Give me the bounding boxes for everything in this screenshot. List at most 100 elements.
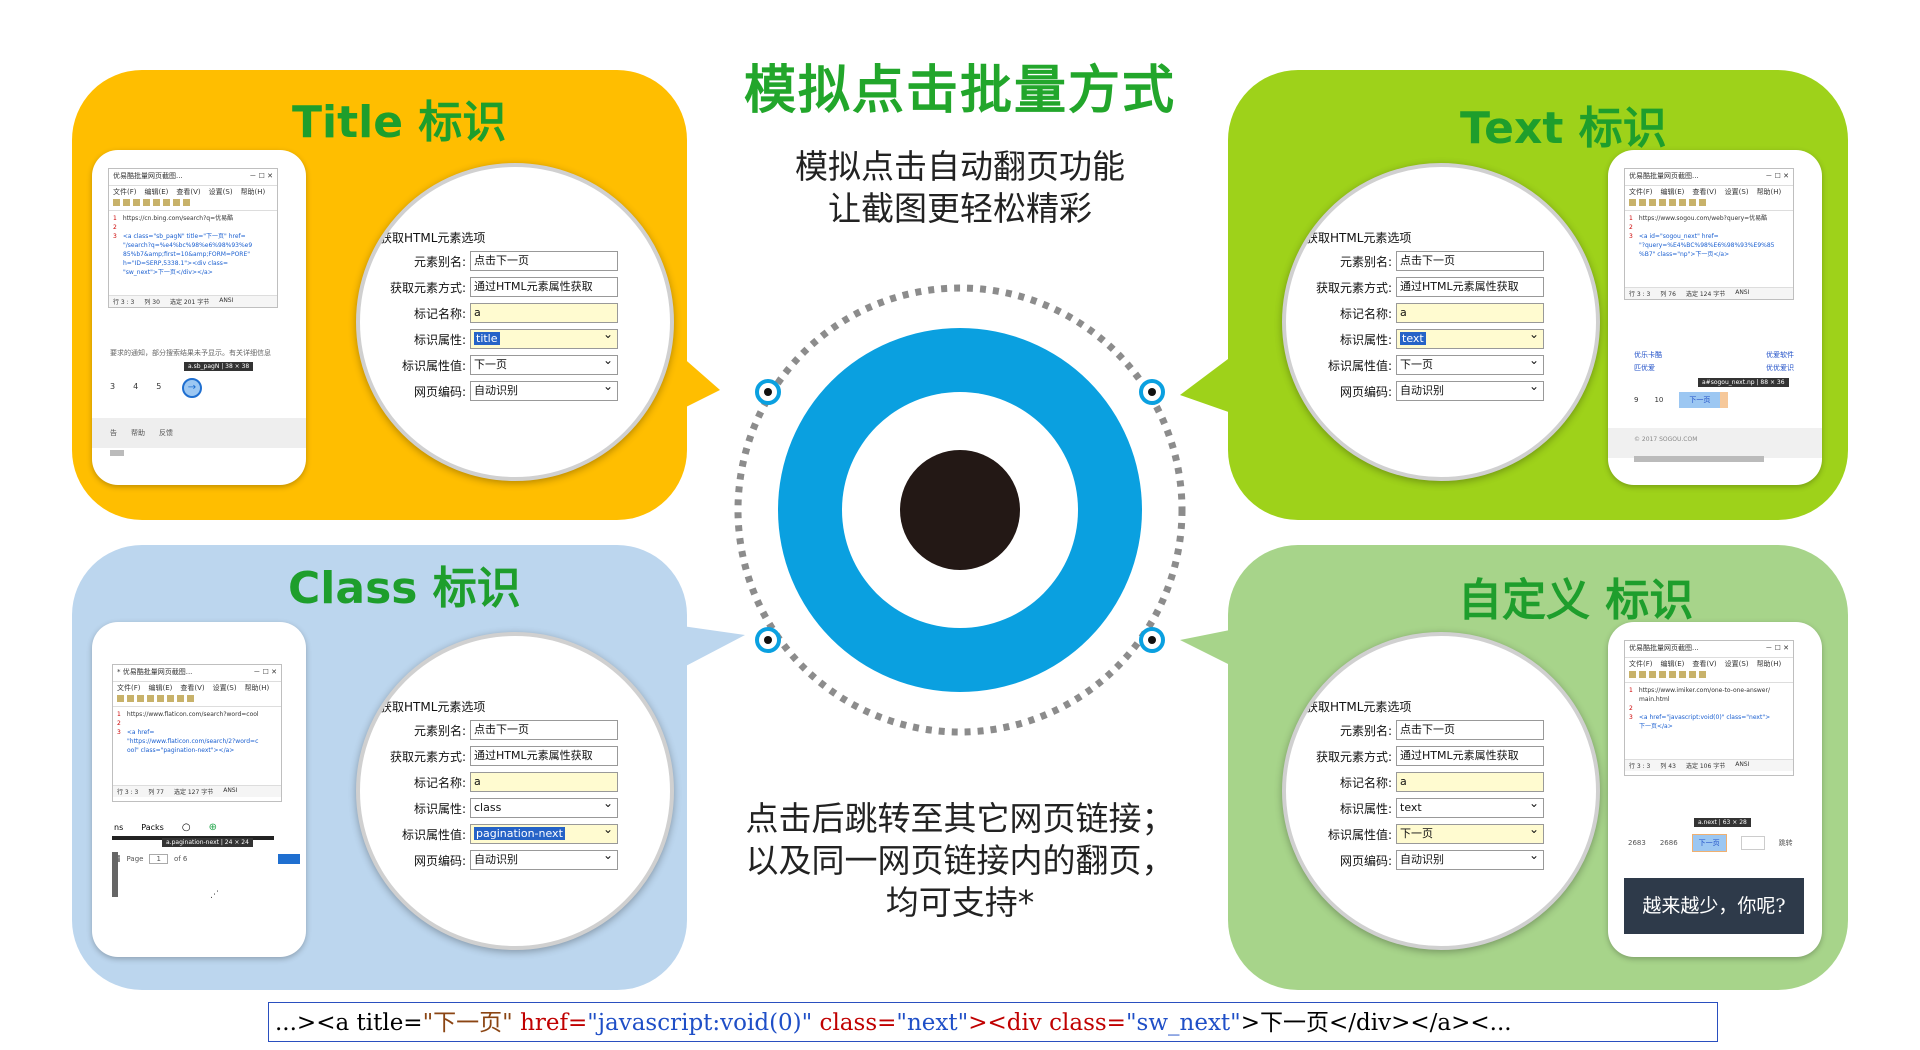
attrval-select[interactable]: pagination-next xyxy=(470,820,618,844)
code-part: "javascript:void(0)" xyxy=(587,1010,813,1036)
next-page-button[interactable]: 下一页 xyxy=(1691,834,1727,852)
tab-icons[interactable]: ns xyxy=(114,822,124,832)
window-controls-icon: － ☐ ✕ xyxy=(253,668,277,676)
scroll-thumb[interactable] xyxy=(110,450,124,456)
code-line: <a id="sogou_next" href= xyxy=(1638,233,1719,240)
note-line-3: 均可支持* xyxy=(885,883,1035,922)
alias-field[interactable]: 点击下一页 xyxy=(470,720,618,740)
menu-view[interactable]: 查看(V) xyxy=(180,684,205,692)
method-field[interactable]: 通过HTML元素属性获取 xyxy=(470,746,618,766)
code-line: ool" class="pagination-next"></a> xyxy=(127,747,235,754)
status-enc: ANSI xyxy=(223,787,238,794)
footer-link[interactable]: 告 xyxy=(110,429,117,437)
attrval-select[interactable]: 下一页 xyxy=(1396,351,1544,375)
alias-field[interactable]: 点击下一页 xyxy=(1396,720,1544,740)
next-page-button[interactable] xyxy=(278,854,300,864)
page-link[interactable]: 4 xyxy=(133,382,139,391)
alias-field[interactable]: 点击下一页 xyxy=(1396,251,1544,271)
menu-edit[interactable]: 编辑(E) xyxy=(1660,660,1685,668)
menu-file[interactable]: 文件(F) xyxy=(113,188,137,196)
jump-input[interactable] xyxy=(1740,836,1765,850)
window-controls-icon: － ☐ ✕ xyxy=(1765,172,1789,180)
screenshot-title: 优易酷批量网页截图...－ ☐ ✕ 文件(F) 编辑(E) 查看(V) 设置(S… xyxy=(92,150,306,485)
menu-help[interactable]: 帮助(H) xyxy=(240,188,266,196)
encoding-select[interactable]: 自动识别 xyxy=(1396,377,1544,401)
footer-link[interactable]: 帮助 xyxy=(131,429,145,437)
alias-label: 元素别名: xyxy=(413,254,466,269)
toolbar xyxy=(113,694,281,707)
menu-view[interactable]: 查看(V) xyxy=(1692,660,1717,668)
tag-field[interactable]: a xyxy=(470,772,618,792)
page-link[interactable]: 2686 xyxy=(1659,839,1678,847)
menu-settings[interactable]: 设置(S) xyxy=(1724,188,1749,196)
attr-select[interactable]: text xyxy=(1396,325,1544,349)
editor-window: 优易酷批量网页截图...－ ☐ ✕ 文件(F) 编辑(E) 查看(V) 设置(S… xyxy=(1624,640,1794,776)
menu-file[interactable]: 文件(F) xyxy=(1629,660,1653,668)
attr-select[interactable]: text xyxy=(1396,794,1544,818)
search-icon[interactable]: ○ xyxy=(181,821,191,833)
attrval-select[interactable]: 下一页 xyxy=(1396,820,1544,844)
page-link[interactable]: 10 xyxy=(1654,396,1664,404)
menu-edit[interactable]: 编辑(E) xyxy=(144,188,169,196)
attr-label: 标识属性: xyxy=(1339,801,1392,816)
code-part: "下一页" xyxy=(422,1010,513,1036)
page-link[interactable]: 5 xyxy=(156,382,162,391)
tag-field[interactable]: a xyxy=(470,303,618,323)
attrval-label: 标识属性值: xyxy=(1327,827,1392,842)
attrval-label: 标识属性值: xyxy=(1327,358,1392,373)
tag-field[interactable]: a xyxy=(1396,303,1544,323)
result-link[interactable]: 优优爱识 xyxy=(1766,364,1794,372)
menu-settings[interactable]: 设置(S) xyxy=(212,684,237,692)
options-form-custom: 获取HTML元素选项 元素别名:点击下一页 获取元素方式:通过HTML元素属性获… xyxy=(1306,698,1544,873)
scroll-thumb[interactable] xyxy=(1634,456,1764,462)
menu-settings[interactable]: 设置(S) xyxy=(1724,660,1749,668)
attr-select[interactable]: class xyxy=(470,794,618,818)
scroll-bar[interactable] xyxy=(112,852,118,897)
menu-view[interactable]: 查看(V) xyxy=(176,188,201,196)
window-title: 优易酷批量网页截图... xyxy=(1629,172,1699,180)
center-eye xyxy=(734,284,1186,736)
menu-view[interactable]: 查看(V) xyxy=(1692,188,1717,196)
page-link[interactable]: 9 xyxy=(1634,396,1639,404)
result-link[interactable]: 匹优爱 xyxy=(1634,364,1655,372)
encoding-select[interactable]: 自动识别 xyxy=(470,846,618,870)
options-form-text: 获取HTML元素选项 元素别名:点击下一页 获取元素方式:通过HTML元素属性获… xyxy=(1306,229,1544,404)
tag-field[interactable]: a xyxy=(1396,772,1544,792)
page-link[interactable]: 2683 xyxy=(1628,839,1646,847)
attr-select[interactable]: title xyxy=(470,325,618,349)
page-input[interactable]: 1 xyxy=(149,854,168,864)
encoding-select[interactable]: 自动识别 xyxy=(470,377,618,401)
code-part: >下一页</div></a><... xyxy=(1240,1010,1512,1036)
toolbar xyxy=(1625,670,1793,683)
method-field[interactable]: 通过HTML元素属性获取 xyxy=(470,277,618,297)
tab-packs[interactable]: Packs xyxy=(141,822,164,832)
method-field[interactable]: 通过HTML元素属性获取 xyxy=(1396,746,1544,766)
result-link[interactable]: 优乐卡酷 xyxy=(1634,351,1662,359)
menu-help[interactable]: 帮助(H) xyxy=(244,684,270,692)
result-link[interactable]: 优爱软件 xyxy=(1766,351,1794,359)
encoding-select[interactable]: 自动识别 xyxy=(1396,846,1544,870)
menu-help[interactable]: 帮助(H) xyxy=(1756,188,1782,196)
jump-button[interactable]: 跳转 xyxy=(1778,839,1793,847)
menu-help[interactable]: 帮助(H) xyxy=(1756,660,1782,668)
download-icon[interactable]: ⊕ xyxy=(208,821,217,833)
alias-field[interactable]: 点击下一页 xyxy=(470,251,618,271)
next-page-button[interactable]: 下一页 xyxy=(1679,392,1729,408)
menu-edit[interactable]: 编辑(E) xyxy=(1660,188,1685,196)
menu-settings[interactable]: 设置(S) xyxy=(208,188,233,196)
page-link[interactable]: 3 xyxy=(110,382,116,391)
window-title: 优易酷批量网页截图... xyxy=(1629,644,1699,652)
attrval-select[interactable]: 下一页 xyxy=(470,351,618,375)
status-enc: ANSI xyxy=(1735,761,1750,768)
form-heading: 获取HTML元素选项 xyxy=(380,700,486,714)
code-line: "/search?q=%e4%bc%98%e6%98%93%e9 xyxy=(123,242,253,249)
method-field[interactable]: 通过HTML元素属性获取 xyxy=(1396,277,1544,297)
next-arrow-icon[interactable]: → xyxy=(182,378,202,398)
menu-file[interactable]: 文件(F) xyxy=(117,684,141,692)
share-icon[interactable]: ⋰ xyxy=(210,890,219,900)
code-line: h="ID=SERP,5338.1"><div class= xyxy=(123,260,228,267)
status-pos: 行 3 : 3 xyxy=(113,299,135,306)
menu-file[interactable]: 文件(F) xyxy=(1629,188,1653,196)
menu-edit[interactable]: 编辑(E) xyxy=(148,684,173,692)
footer-link[interactable]: 反馈 xyxy=(159,429,173,437)
